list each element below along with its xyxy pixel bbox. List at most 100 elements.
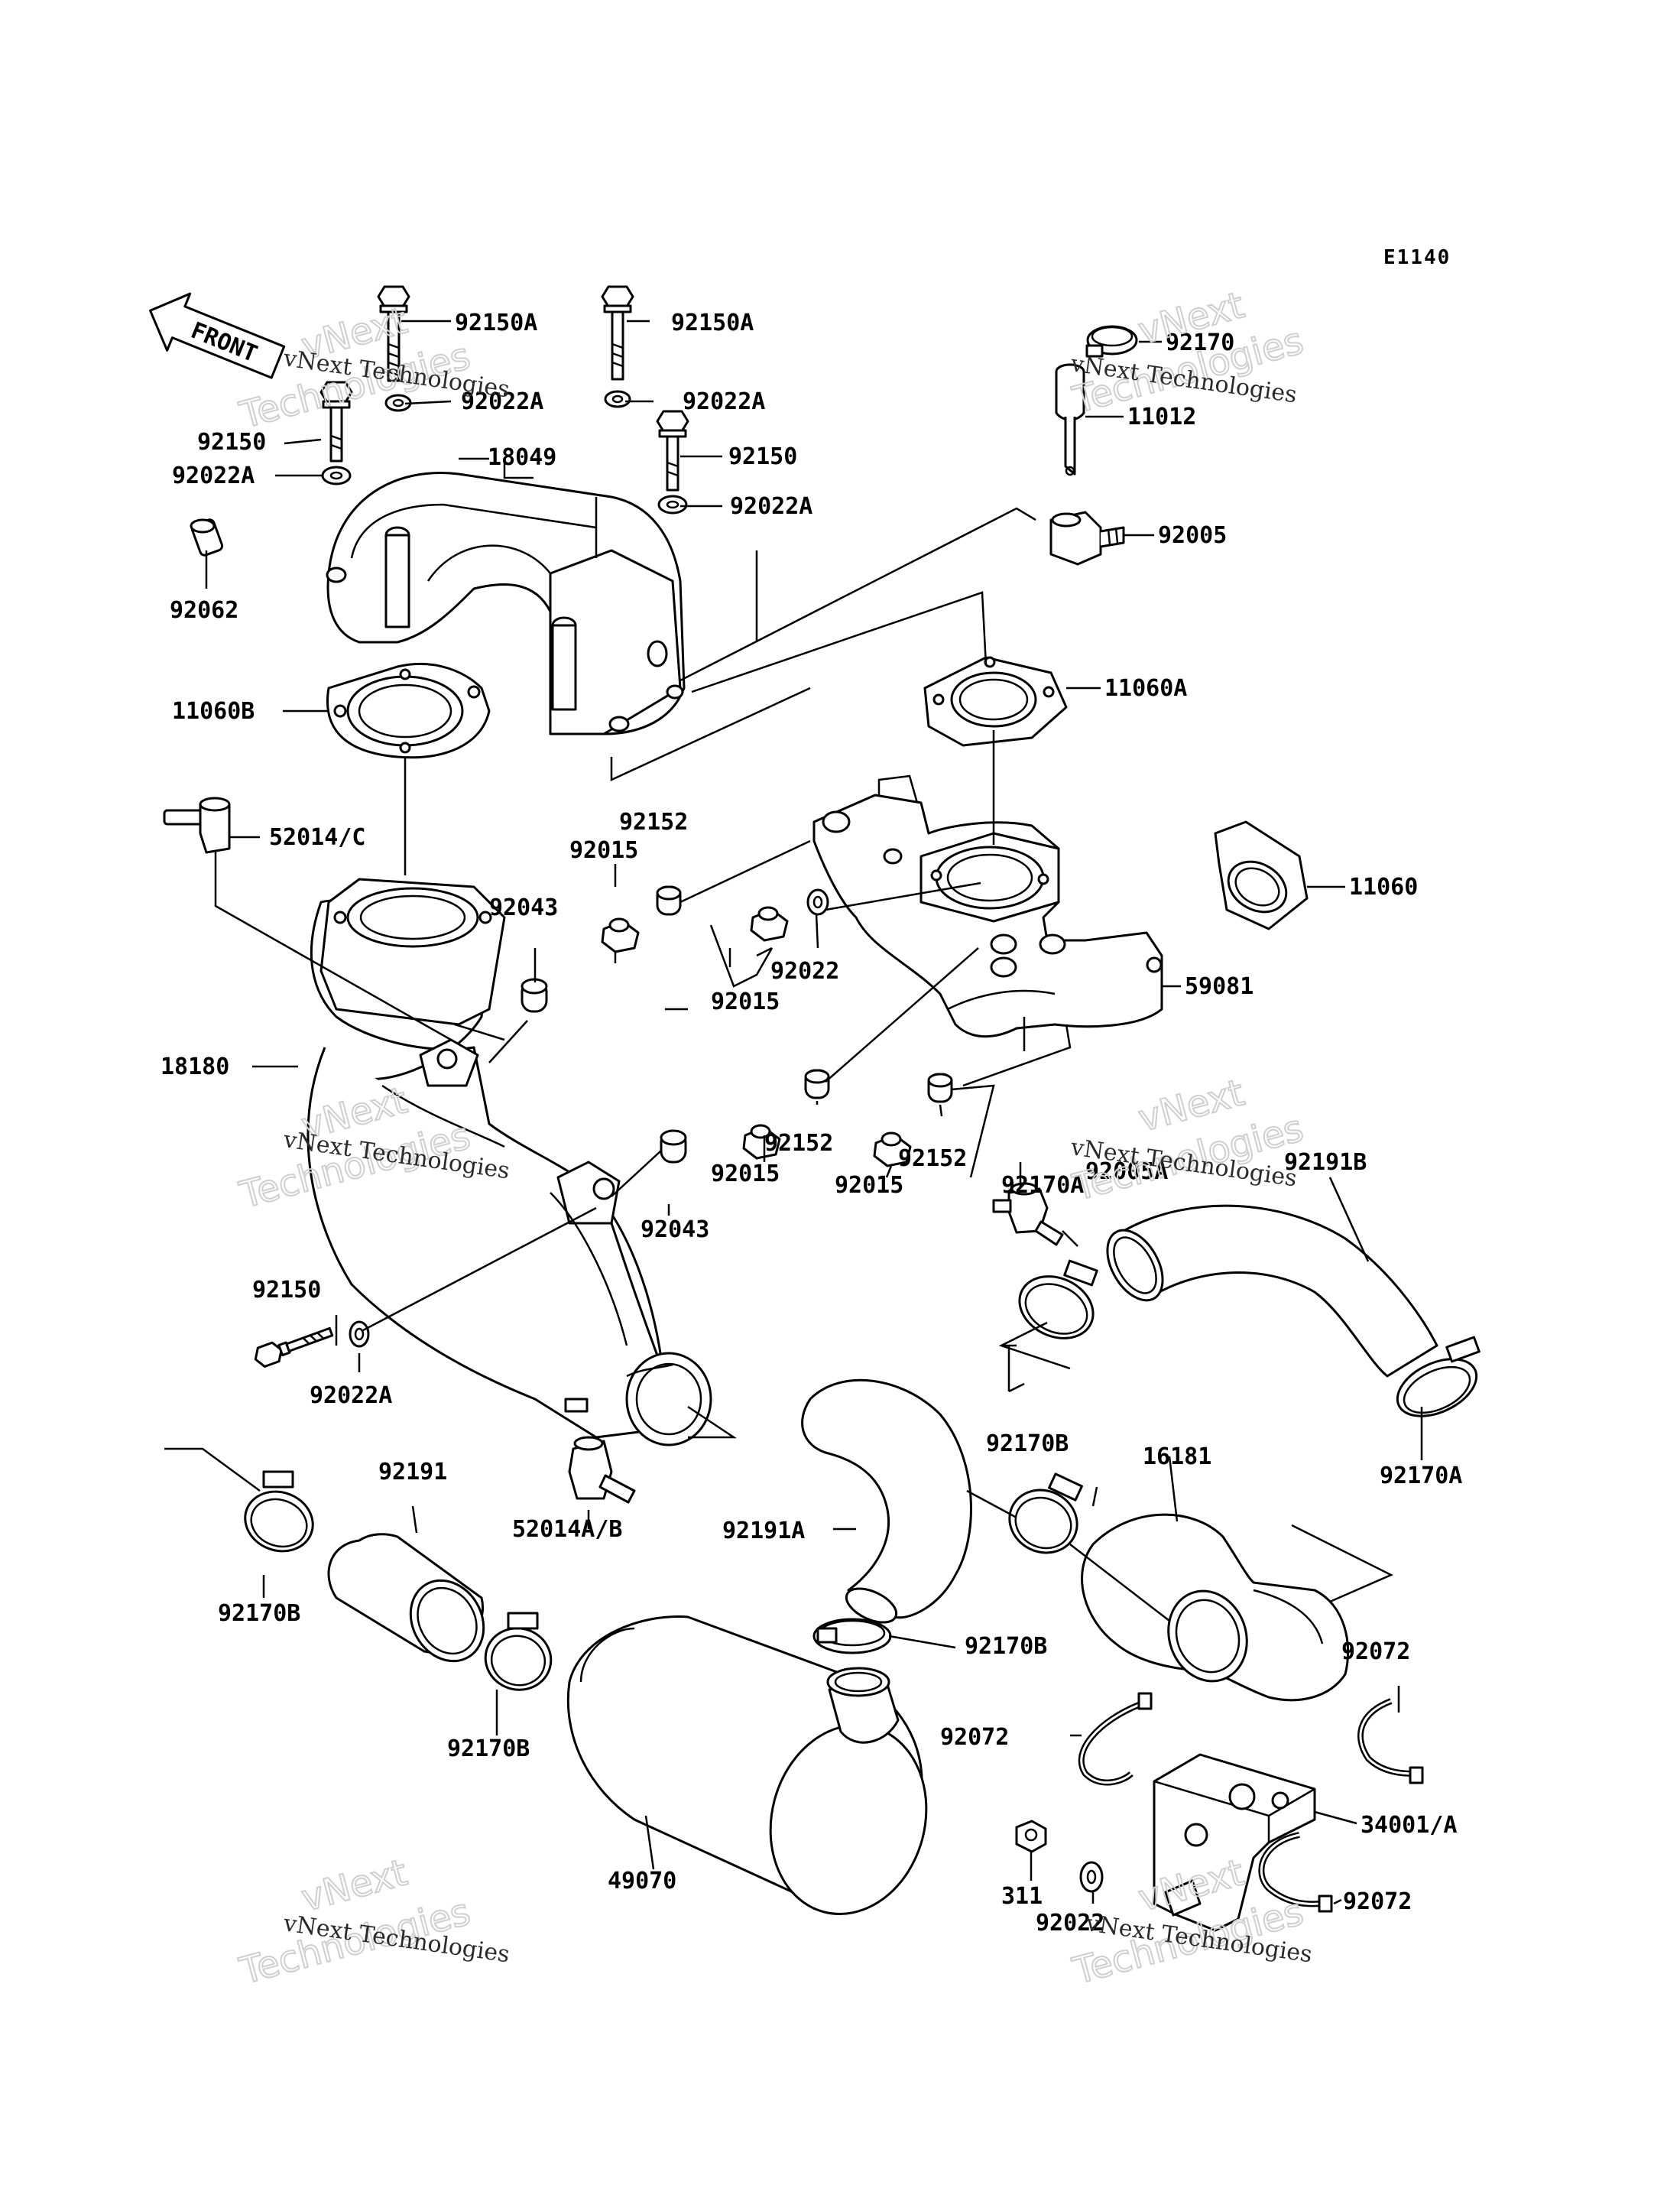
label-92191b: 92191B	[1284, 1149, 1367, 1176]
muffler-49070	[566, 1615, 928, 1915]
label-92072-right: 92072	[1341, 1638, 1410, 1665]
label-92191a: 92191A	[722, 1518, 805, 1544]
bolt-92150a-left	[377, 285, 410, 382]
t-fitting-92005a	[992, 1182, 1064, 1246]
bolt-92150a-middle	[601, 285, 634, 381]
label-311: 311	[1001, 1883, 1043, 1910]
label-92191: 92191	[378, 1459, 447, 1485]
watermark-6: vNext Technologies vNext Technologies	[1068, 1850, 1314, 1994]
label-11060b: 11060B	[172, 698, 255, 725]
washer-92022a-lower	[349, 1320, 370, 1348]
part-labels: 92150A 92150A 92022A 92022A 92150 92150 …	[161, 310, 1462, 1937]
nut-92015-lower-right	[873, 1131, 912, 1167]
label-92150a-left: 92150A	[455, 310, 537, 336]
label-92150-left: 92150	[197, 429, 266, 456]
label-92005a: 92005A	[1085, 1158, 1168, 1185]
bracket-34001a	[1153, 1753, 1316, 1932]
label-34001a: 34001/A	[1361, 1812, 1457, 1839]
label-92015-mid: 92015	[711, 989, 780, 1015]
label-49070: 49070	[608, 1868, 676, 1894]
label-92062: 92062	[170, 597, 238, 624]
t-fitting-92005	[1049, 511, 1125, 566]
bolt-92150-middle	[656, 410, 689, 492]
bolt-92150-lower	[254, 1326, 334, 1368]
hose-92191b	[1106, 1204, 1438, 1378]
clamp-92170-top	[1085, 325, 1138, 358]
washer-92022a-3	[604, 390, 631, 408]
front-arrow-icon: FRONT	[149, 292, 286, 379]
label-92170: 92170	[1166, 330, 1234, 356]
plug-11012	[1055, 363, 1085, 476]
label-92015-lower-right: 92015	[835, 1172, 903, 1199]
label-11060a: 11060A	[1104, 675, 1187, 702]
watermark-4: vNext Technologies vNext Technologies	[1068, 1070, 1309, 1210]
gasket-11060	[1214, 820, 1309, 930]
hose-92191	[327, 1533, 485, 1663]
label-92022a-mid-left: 92022A	[172, 463, 255, 489]
joint-16181	[1081, 1513, 1350, 1702]
label-92152-top: 92152	[619, 809, 688, 836]
spacer-92152-top	[656, 885, 682, 916]
strap-92072-left	[1078, 1692, 1153, 1786]
label-59081: 59081	[1185, 973, 1254, 1000]
washer-92022-mid	[806, 888, 829, 916]
label-92152-lower-right: 92152	[898, 1145, 967, 1172]
label-92072-left: 92072	[940, 1724, 1009, 1751]
label-11060: 11060	[1349, 874, 1418, 901]
washer-92022a-4	[657, 495, 688, 515]
clamp-92170b-center	[1008, 1472, 1083, 1554]
bolt-92150-left	[319, 381, 353, 463]
label-92022a-lower: 92022A	[310, 1382, 392, 1409]
label-92022-mid: 92022	[770, 958, 839, 985]
label-92170b-center: 92170B	[986, 1430, 1069, 1457]
label-92152-lower-left: 92152	[764, 1130, 833, 1157]
label-18049: 18049	[488, 444, 556, 471]
watermark-5: vNext Technologies vNext Technologies	[235, 1850, 511, 1994]
label-18180: 18180	[161, 1054, 229, 1080]
strap-92072-right	[1357, 1698, 1424, 1784]
fitting-92062	[190, 518, 224, 557]
clamp-92170a-right	[1396, 1336, 1481, 1417]
label-92150a-middle: 92150A	[671, 310, 754, 336]
label-92022a-mid-right: 92022A	[730, 493, 812, 520]
label-92005: 92005	[1158, 522, 1227, 549]
exhaust-chamber-59081	[812, 774, 1163, 1038]
label-92015-top: 92015	[569, 837, 638, 864]
label-92072-bottom: 92072	[1343, 1888, 1412, 1915]
fitting-52014c	[163, 797, 231, 854]
spacer-92152-lower-right	[927, 1073, 953, 1103]
nut-92015-mid	[750, 906, 789, 942]
label-92170b-lower: 92170B	[447, 1735, 530, 1762]
label-92043-top: 92043	[489, 894, 558, 921]
hose-92191a	[801, 1378, 972, 1624]
label-52014ab: 52014A/B	[512, 1516, 623, 1543]
leader-lines	[164, 320, 1423, 1905]
clamp-92170b-lower	[484, 1612, 553, 1691]
label-92022-lower: 92022	[1036, 1910, 1104, 1937]
diagram-code: E1140	[1383, 246, 1451, 269]
washer-92022a-2	[321, 466, 352, 485]
fitting-52014ab	[568, 1436, 636, 1504]
label-92043-bottom: 92043	[641, 1216, 709, 1243]
label-11012: 11012	[1127, 404, 1196, 430]
label-92022a-middle: 92022A	[683, 388, 765, 415]
nut-92015-lower-left	[742, 1124, 781, 1160]
label-92022a-left: 92022A	[461, 388, 543, 415]
label-52014c: 52014/C	[269, 824, 365, 851]
spacer-92043-top	[521, 978, 548, 1013]
gasket-11060a	[923, 656, 1068, 747]
strap-92072-bottom	[1258, 1832, 1333, 1913]
label-92150-lower: 92150	[252, 1277, 321, 1304]
label-92170a-upper: 92170A	[1001, 1172, 1084, 1199]
label-92150-middle: 92150	[728, 443, 797, 470]
clamp-92170b-left	[244, 1470, 314, 1553]
spacer-92152-lower-left	[804, 1069, 830, 1099]
clamp-92170b-muffler	[812, 1618, 892, 1654]
clamp-92170a-upper	[1018, 1259, 1098, 1339]
spacer-92043-bottom	[660, 1129, 687, 1164]
washer-92022-lower	[1079, 1861, 1104, 1893]
label-92015-lower-left: 92015	[711, 1161, 780, 1187]
nut-92015-top	[601, 917, 640, 953]
nut-311	[1015, 1820, 1047, 1853]
